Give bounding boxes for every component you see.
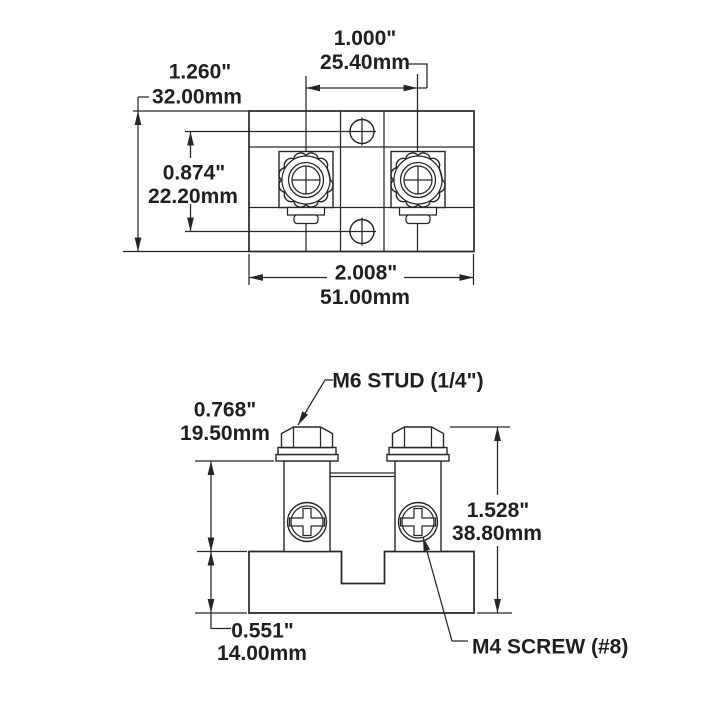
- callout-m4-screw: M4 SCREW (#8): [419, 536, 628, 659]
- dim-total-height-mm: 38.80mm: [452, 522, 542, 545]
- dim-hole-spacing: 0.874" 22.20mm: [148, 130, 350, 233]
- dim-tower-height-inches: 0.768": [194, 399, 257, 422]
- dim-base-height: 0.551" 14.00mm: [195, 550, 307, 665]
- dim-body-depth: 1.260" 32.00mm: [123, 61, 249, 253]
- top-view-mount-hole-lower: [348, 217, 376, 246]
- dim-body-depth-mm: 32.00mm: [152, 86, 242, 109]
- front-view-base: [248, 550, 475, 614]
- dim-stud-pitch-mm: 25.40mm: [320, 51, 410, 74]
- dim-base-height-inches: 0.551": [231, 620, 294, 643]
- front-view-stud-right: [386, 426, 450, 553]
- dim-tower-height: 0.768" 19.50mm: [180, 399, 274, 552]
- dim-tower-height-mm: 19.50mm: [180, 422, 270, 445]
- dim-stud-pitch: 1.000" 25.40mm: [306, 27, 428, 92]
- front-view-stud-left: [275, 426, 339, 553]
- dim-overall-width-mm: 51.00mm: [320, 286, 410, 309]
- dim-total-height: 1.528" 38.80mm: [450, 426, 542, 614]
- top-view-stud-left: [279, 152, 333, 224]
- dim-total-height-inches: 1.528": [467, 499, 530, 522]
- top-view-stud-right: [391, 152, 445, 224]
- top-view-drawing: 1.000" 25.40mm 1.260" 32.00mm 0.874" 22.…: [123, 27, 475, 309]
- dim-overall-width: 2.008" 51.00mm: [248, 254, 475, 309]
- dim-hole-spacing-mm: 22.20mm: [148, 185, 238, 208]
- front-view-drawing: M6 STUD (1/4") M4 SCREW (#8) 0.768" 19.5…: [180, 370, 628, 666]
- dim-overall-width-inches: 2.008": [335, 262, 398, 285]
- label-m4-screw: M4 SCREW (#8): [472, 636, 628, 659]
- label-m6-stud: M6 STUD (1/4"): [332, 370, 483, 393]
- top-view-mount-hole-upper: [348, 117, 376, 146]
- dim-stud-pitch-inches: 1.000": [334, 27, 397, 50]
- dim-body-depth-inches: 1.260": [169, 61, 232, 84]
- callout-m6-stud: M6 STUD (1/4"): [295, 370, 484, 427]
- dim-hole-spacing-inches: 0.874": [163, 162, 226, 185]
- dim-base-height-mm: 14.00mm: [217, 642, 307, 665]
